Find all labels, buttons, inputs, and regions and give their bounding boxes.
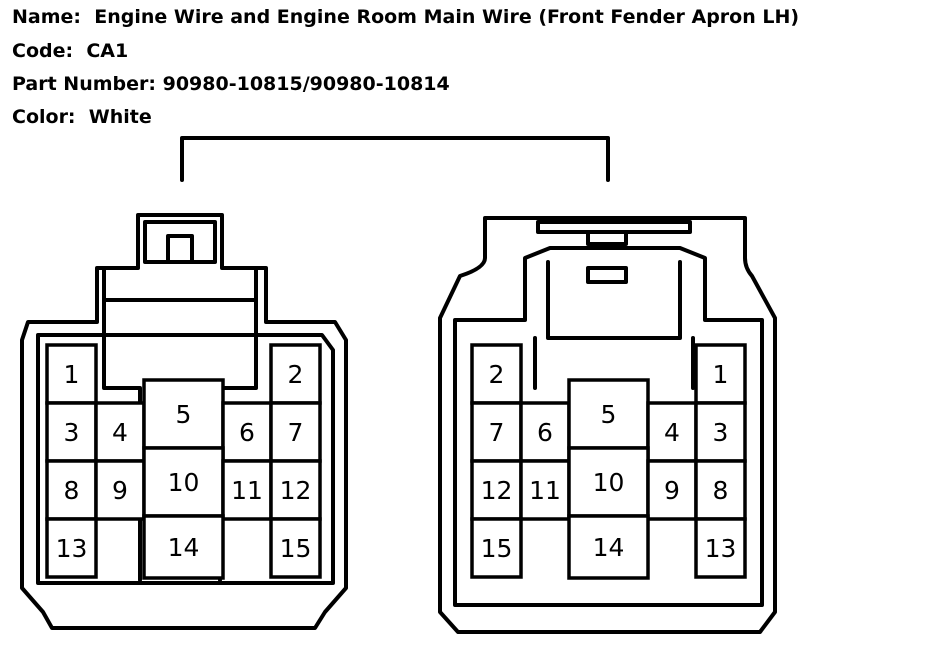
right-pin-label: 15 bbox=[481, 534, 513, 563]
left-pin-label: 4 bbox=[112, 418, 128, 447]
color-line: Color: White bbox=[12, 106, 152, 128]
right-pin-label: 6 bbox=[537, 418, 553, 447]
part-number-value: 90980-10815/90980-10814 bbox=[162, 73, 450, 95]
left-pin-label: 14 bbox=[168, 533, 200, 562]
left-pin-label: 1 bbox=[64, 360, 80, 389]
right-housing-outline bbox=[438, 216, 777, 634]
color-label: Color: bbox=[12, 106, 76, 128]
left-pin-label: 7 bbox=[288, 418, 304, 447]
right-cavity bbox=[694, 517, 747, 579]
right-cavity bbox=[567, 514, 650, 580]
left-lock-tab bbox=[102, 220, 258, 302]
right-cavity-grid: 2 1 7 6 5 4 3 12 11 10 9 8 15 14 13 bbox=[470, 343, 747, 580]
right-cavity bbox=[694, 401, 747, 463]
name-label: Name: bbox=[12, 6, 82, 28]
name-line: Name: Engine Wire and Engine Room Main W… bbox=[12, 6, 799, 28]
right-lock-channel bbox=[533, 260, 695, 390]
left-cavity bbox=[269, 343, 322, 405]
part-number-label: Part Number: bbox=[12, 73, 156, 95]
right-pin-label: 9 bbox=[664, 476, 680, 505]
right-pin-label: 2 bbox=[489, 360, 505, 389]
left-pin-label: 10 bbox=[168, 468, 200, 497]
left-cavity bbox=[45, 343, 98, 405]
right-housing-inner bbox=[453, 246, 764, 607]
right-cavity bbox=[694, 343, 747, 405]
right-pin-label: 5 bbox=[601, 400, 617, 429]
left-pin-label: 11 bbox=[231, 476, 263, 505]
left-housing-outline bbox=[20, 213, 348, 630]
left-pin-label: 8 bbox=[64, 476, 80, 505]
right-pin-label: 3 bbox=[713, 418, 729, 447]
right-pin-label: 13 bbox=[705, 534, 737, 563]
right-cavity bbox=[567, 378, 650, 450]
part-number-line: Part Number: 90980-10815/90980-10814 bbox=[12, 73, 450, 95]
right-connector: 2 1 7 6 5 4 3 12 11 10 9 8 15 14 13 bbox=[438, 216, 777, 634]
right-lock-tab bbox=[536, 220, 692, 284]
left-housing-inner bbox=[36, 333, 335, 585]
right-pin-label: 12 bbox=[481, 476, 513, 505]
right-cavity bbox=[470, 517, 523, 579]
right-pin-label: 1 bbox=[713, 360, 729, 389]
code-line: Code: CA1 bbox=[12, 40, 128, 62]
mating-bracket bbox=[180, 136, 610, 182]
right-pin-label: 7 bbox=[489, 418, 505, 447]
right-pin-label: 14 bbox=[593, 533, 625, 562]
color-value: White bbox=[88, 106, 152, 128]
left-cavity bbox=[221, 401, 273, 463]
right-cavity bbox=[519, 401, 571, 463]
right-pin-label: 10 bbox=[593, 468, 625, 497]
left-cavity bbox=[142, 514, 225, 580]
left-cavity bbox=[45, 517, 98, 579]
right-pin-label: 4 bbox=[664, 418, 680, 447]
left-pin-label: 12 bbox=[280, 476, 312, 505]
left-cavity bbox=[45, 401, 98, 463]
left-pin-label: 5 bbox=[176, 400, 192, 429]
left-cavity bbox=[142, 446, 225, 518]
right-pin-label: 8 bbox=[713, 476, 729, 505]
left-cavity bbox=[269, 517, 322, 579]
left-cavity bbox=[221, 459, 273, 521]
left-pin-label: 9 bbox=[112, 476, 128, 505]
name-value: Engine Wire and Engine Room Main Wire (F… bbox=[94, 6, 800, 28]
left-pin-label: 2 bbox=[288, 360, 304, 389]
left-cavity bbox=[94, 459, 146, 521]
left-cavity bbox=[269, 401, 322, 463]
left-pin-label: 15 bbox=[280, 534, 312, 563]
right-pin-label: 11 bbox=[529, 476, 561, 505]
code-label: Code: bbox=[12, 40, 74, 62]
right-cavity bbox=[470, 343, 523, 405]
left-pin-label: 13 bbox=[56, 534, 88, 563]
left-pin-label: 3 bbox=[64, 418, 80, 447]
left-pin-label: 6 bbox=[239, 418, 255, 447]
code-value: CA1 bbox=[86, 40, 129, 62]
